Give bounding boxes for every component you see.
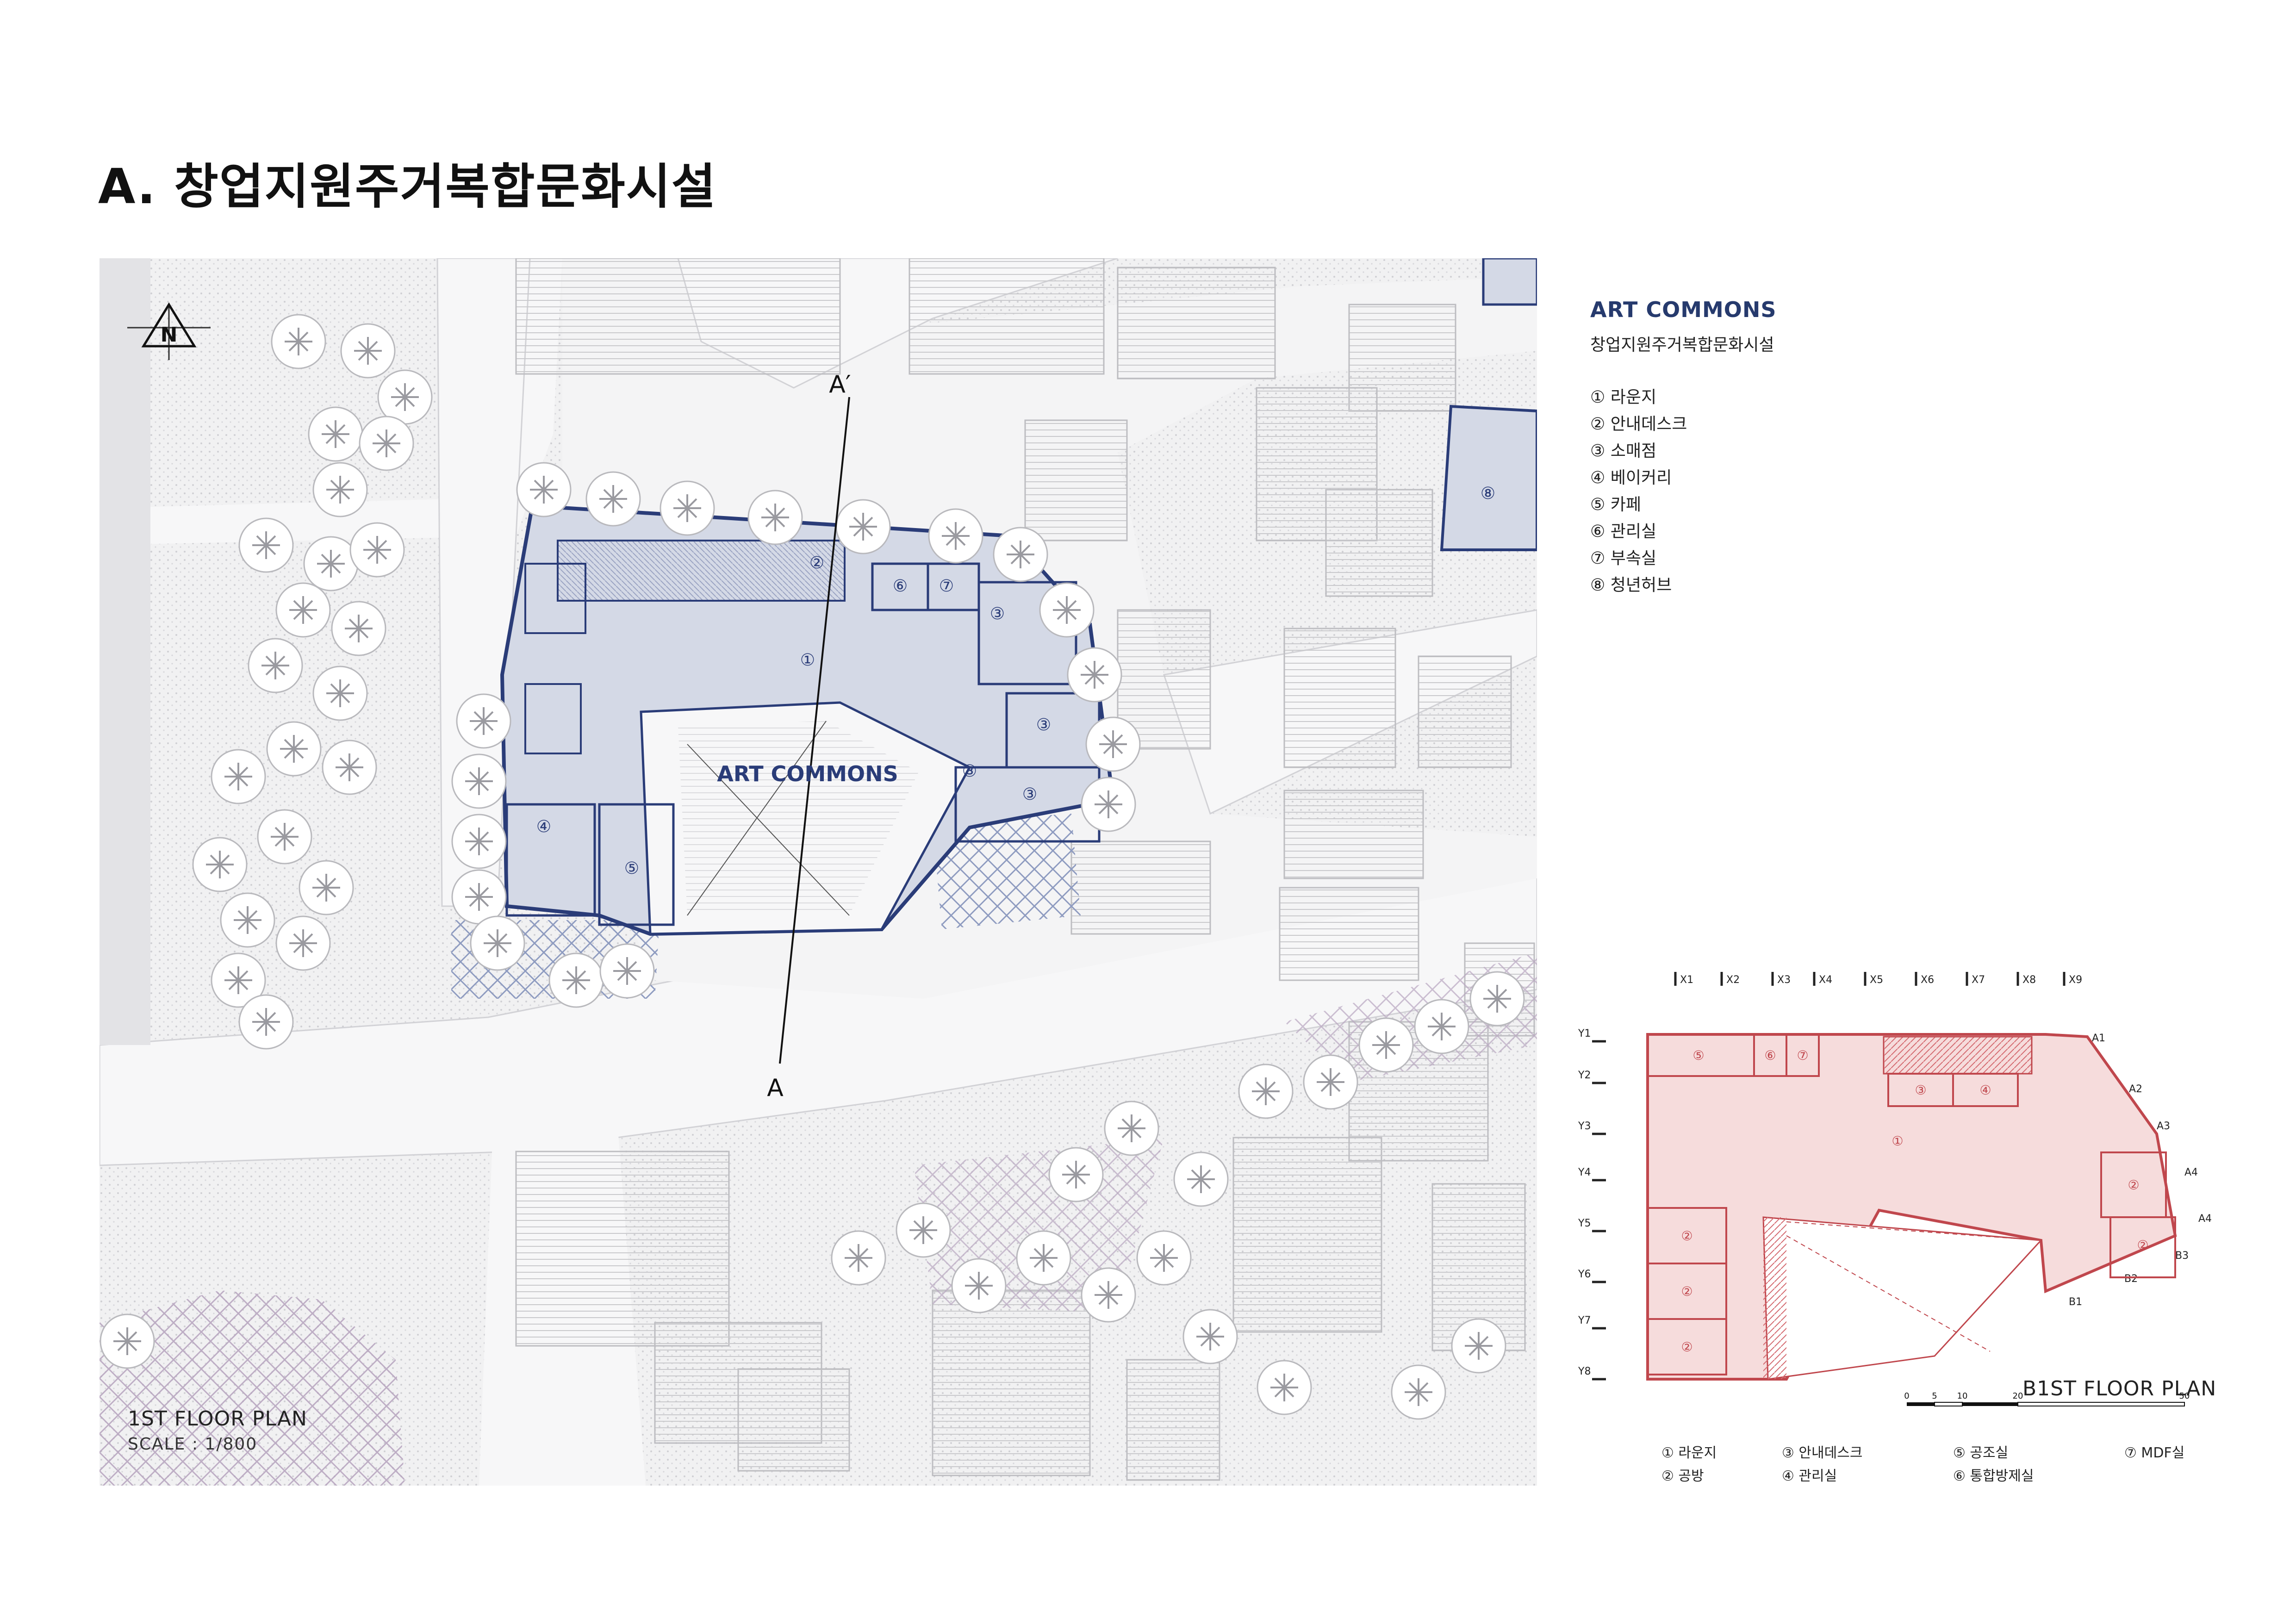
grid-x-label: X1 <box>1680 974 1693 986</box>
grid-x-label: X9 <box>2069 974 2082 986</box>
b1-floor-plan: X1 X2 X3 X4 X5 X6 X7 X8 X9 Y1 Y2 Y3 Y4 Y… <box>1574 958 2235 1412</box>
b1-legend-item: ⑦ MDF실 <box>2124 1445 2185 1461</box>
b1-legend-item: ⑤ 공조실 <box>1953 1445 2009 1461</box>
grid-y-label: Y5 <box>1578 1218 1591 1229</box>
legend-item: ⑥ 관리실 <box>1590 522 1657 541</box>
grid-y-label: Y3 <box>1578 1120 1591 1132</box>
b1-legend-item: ⑥ 통합방제실 <box>1953 1468 2034 1484</box>
room-number: ③ <box>962 762 977 781</box>
room-number: ④ <box>536 817 551 836</box>
grid-x-label: X7 <box>1972 974 1985 986</box>
b1-legend-item: ③ 안내데스크 <box>1782 1445 1863 1461</box>
grid-y-label: Y4 <box>1578 1167 1591 1178</box>
b1-room-number: ⑥ <box>1764 1048 1776 1063</box>
legend-item: ② 안내데스크 <box>1590 415 1687 434</box>
room-number: ⑦ <box>939 577 954 596</box>
grid-a-label: A2 <box>2129 1083 2142 1095</box>
scale-tick: 0 <box>1904 1391 1909 1401</box>
room-number: ③ <box>1022 785 1037 804</box>
b1-room-number: ② <box>1681 1284 1692 1299</box>
room-number: ⑥ <box>893 577 908 596</box>
grid-y-label: Y6 <box>1578 1269 1591 1280</box>
legend-item: ① 라운지 <box>1590 388 1657 407</box>
grid-a-label: A4 <box>2184 1167 2198 1178</box>
scale-label: SCALE : 1/800 <box>128 1435 258 1454</box>
b1-room-number: ⑤ <box>1692 1048 1704 1063</box>
legend-subtitle: 창업지원주거복합문화시설 <box>1590 336 1774 355</box>
grid-a-label: A4 <box>2198 1213 2212 1225</box>
scale-tick: 5 <box>1932 1391 1937 1401</box>
grid-b-label: B2 <box>2124 1273 2138 1285</box>
b1-floor-plan-label: B1ST FLOOR PLAN <box>2022 1377 2217 1400</box>
b1-room-number: ③ <box>1915 1083 1926 1098</box>
grid-a-label: A3 <box>2157 1120 2170 1132</box>
grid-x-label: X5 <box>1870 974 1883 986</box>
legend-item: ⑤ 카페 <box>1590 495 1641 514</box>
grid-b-label: B3 <box>2175 1250 2189 1262</box>
grid-y-label: Y7 <box>1578 1315 1591 1326</box>
room-number: ③ <box>1036 716 1051 734</box>
b1-room-number: ④ <box>1979 1083 1991 1098</box>
b1-room-number: ⑦ <box>1797 1048 1808 1063</box>
grid-b-label: B1 <box>2069 1296 2082 1308</box>
legend-list: ① 라운지 ② 안내데스크 ③ 소매점 ④ 베이커리 ⑤ 카페 ⑥ 관리실 ⑦ … <box>1590 384 1687 599</box>
grid-x-label: X4 <box>1819 974 1832 986</box>
b1-room-number: ② <box>2128 1177 2139 1193</box>
section-line <box>779 397 850 1064</box>
b1-room-number: ② <box>1681 1228 1692 1244</box>
room-number: ③ <box>990 604 1005 623</box>
b1-room-number: ① <box>1892 1133 1903 1149</box>
scale-bar: 0 5 10 20 50 <box>1904 1391 2190 1406</box>
b1-plan-drawing: X1 X2 X3 X4 X5 X6 X7 X8 X9 Y1 Y2 Y3 Y4 Y… <box>1578 972 2212 1406</box>
page-title: A. 창업지원주거복합문화시설 <box>98 158 717 215</box>
legend-title: ART COMMONS <box>1590 297 1777 322</box>
north-label: N <box>161 323 178 347</box>
legend-item: ④ 베이커리 <box>1590 468 1672 487</box>
scale-tick: 10 <box>1957 1391 1968 1401</box>
building-label: ART COMMONS <box>717 761 898 786</box>
grid-y-label: Y2 <box>1578 1070 1591 1081</box>
section-mark-top: A′ <box>829 371 851 398</box>
scale-tick: 50 <box>2179 1391 2190 1401</box>
legend-item: ⑧ 청년허브 <box>1590 576 1672 595</box>
room-number: ① <box>800 651 815 670</box>
grid-x-label: X6 <box>1921 974 1934 986</box>
room-number: ⑧ <box>1481 484 1495 503</box>
grid-y-label: Y1 <box>1578 1028 1591 1039</box>
b1-legend-item: ② 공방 <box>1661 1468 1704 1484</box>
legend-item: ③ 소매점 <box>1590 442 1657 460</box>
scale-tick: 20 <box>2013 1391 2023 1401</box>
grid-x-label: X8 <box>2022 974 2036 986</box>
legend-item: ⑦ 부속실 <box>1590 549 1657 568</box>
site-plan-map: A′ A ART COMMONS ① ② ③ ③ ③ ③ ④ ⑤ ⑥ ⑦ ⑧ N <box>100 258 1537 1486</box>
north-arrow-icon: N <box>127 302 211 360</box>
site-plan-drawing: A′ A ART COMMONS ① ② ③ ③ ③ ③ ④ ⑤ ⑥ ⑦ ⑧ N <box>100 258 1537 1486</box>
grid-y-label: Y8 <box>1578 1366 1591 1377</box>
b1-room-number: ② <box>1681 1339 1692 1355</box>
grid-x-label: X2 <box>1726 974 1740 986</box>
grid-x-label: X3 <box>1777 974 1791 986</box>
section-mark-bottom: A <box>767 1074 784 1102</box>
b1-room-number: ② <box>2137 1238 2148 1253</box>
b1-legend-item: ④ 관리실 <box>1782 1468 1837 1484</box>
floor-plan-label: 1ST FLOOR PLAN <box>128 1407 307 1431</box>
building-footprint <box>500 504 1115 936</box>
room-number: ⑤ <box>624 859 639 878</box>
grid-a-label: A1 <box>2092 1033 2105 1044</box>
b1-legend-item: ① 라운지 <box>1661 1445 1717 1461</box>
room-number: ② <box>809 554 824 572</box>
